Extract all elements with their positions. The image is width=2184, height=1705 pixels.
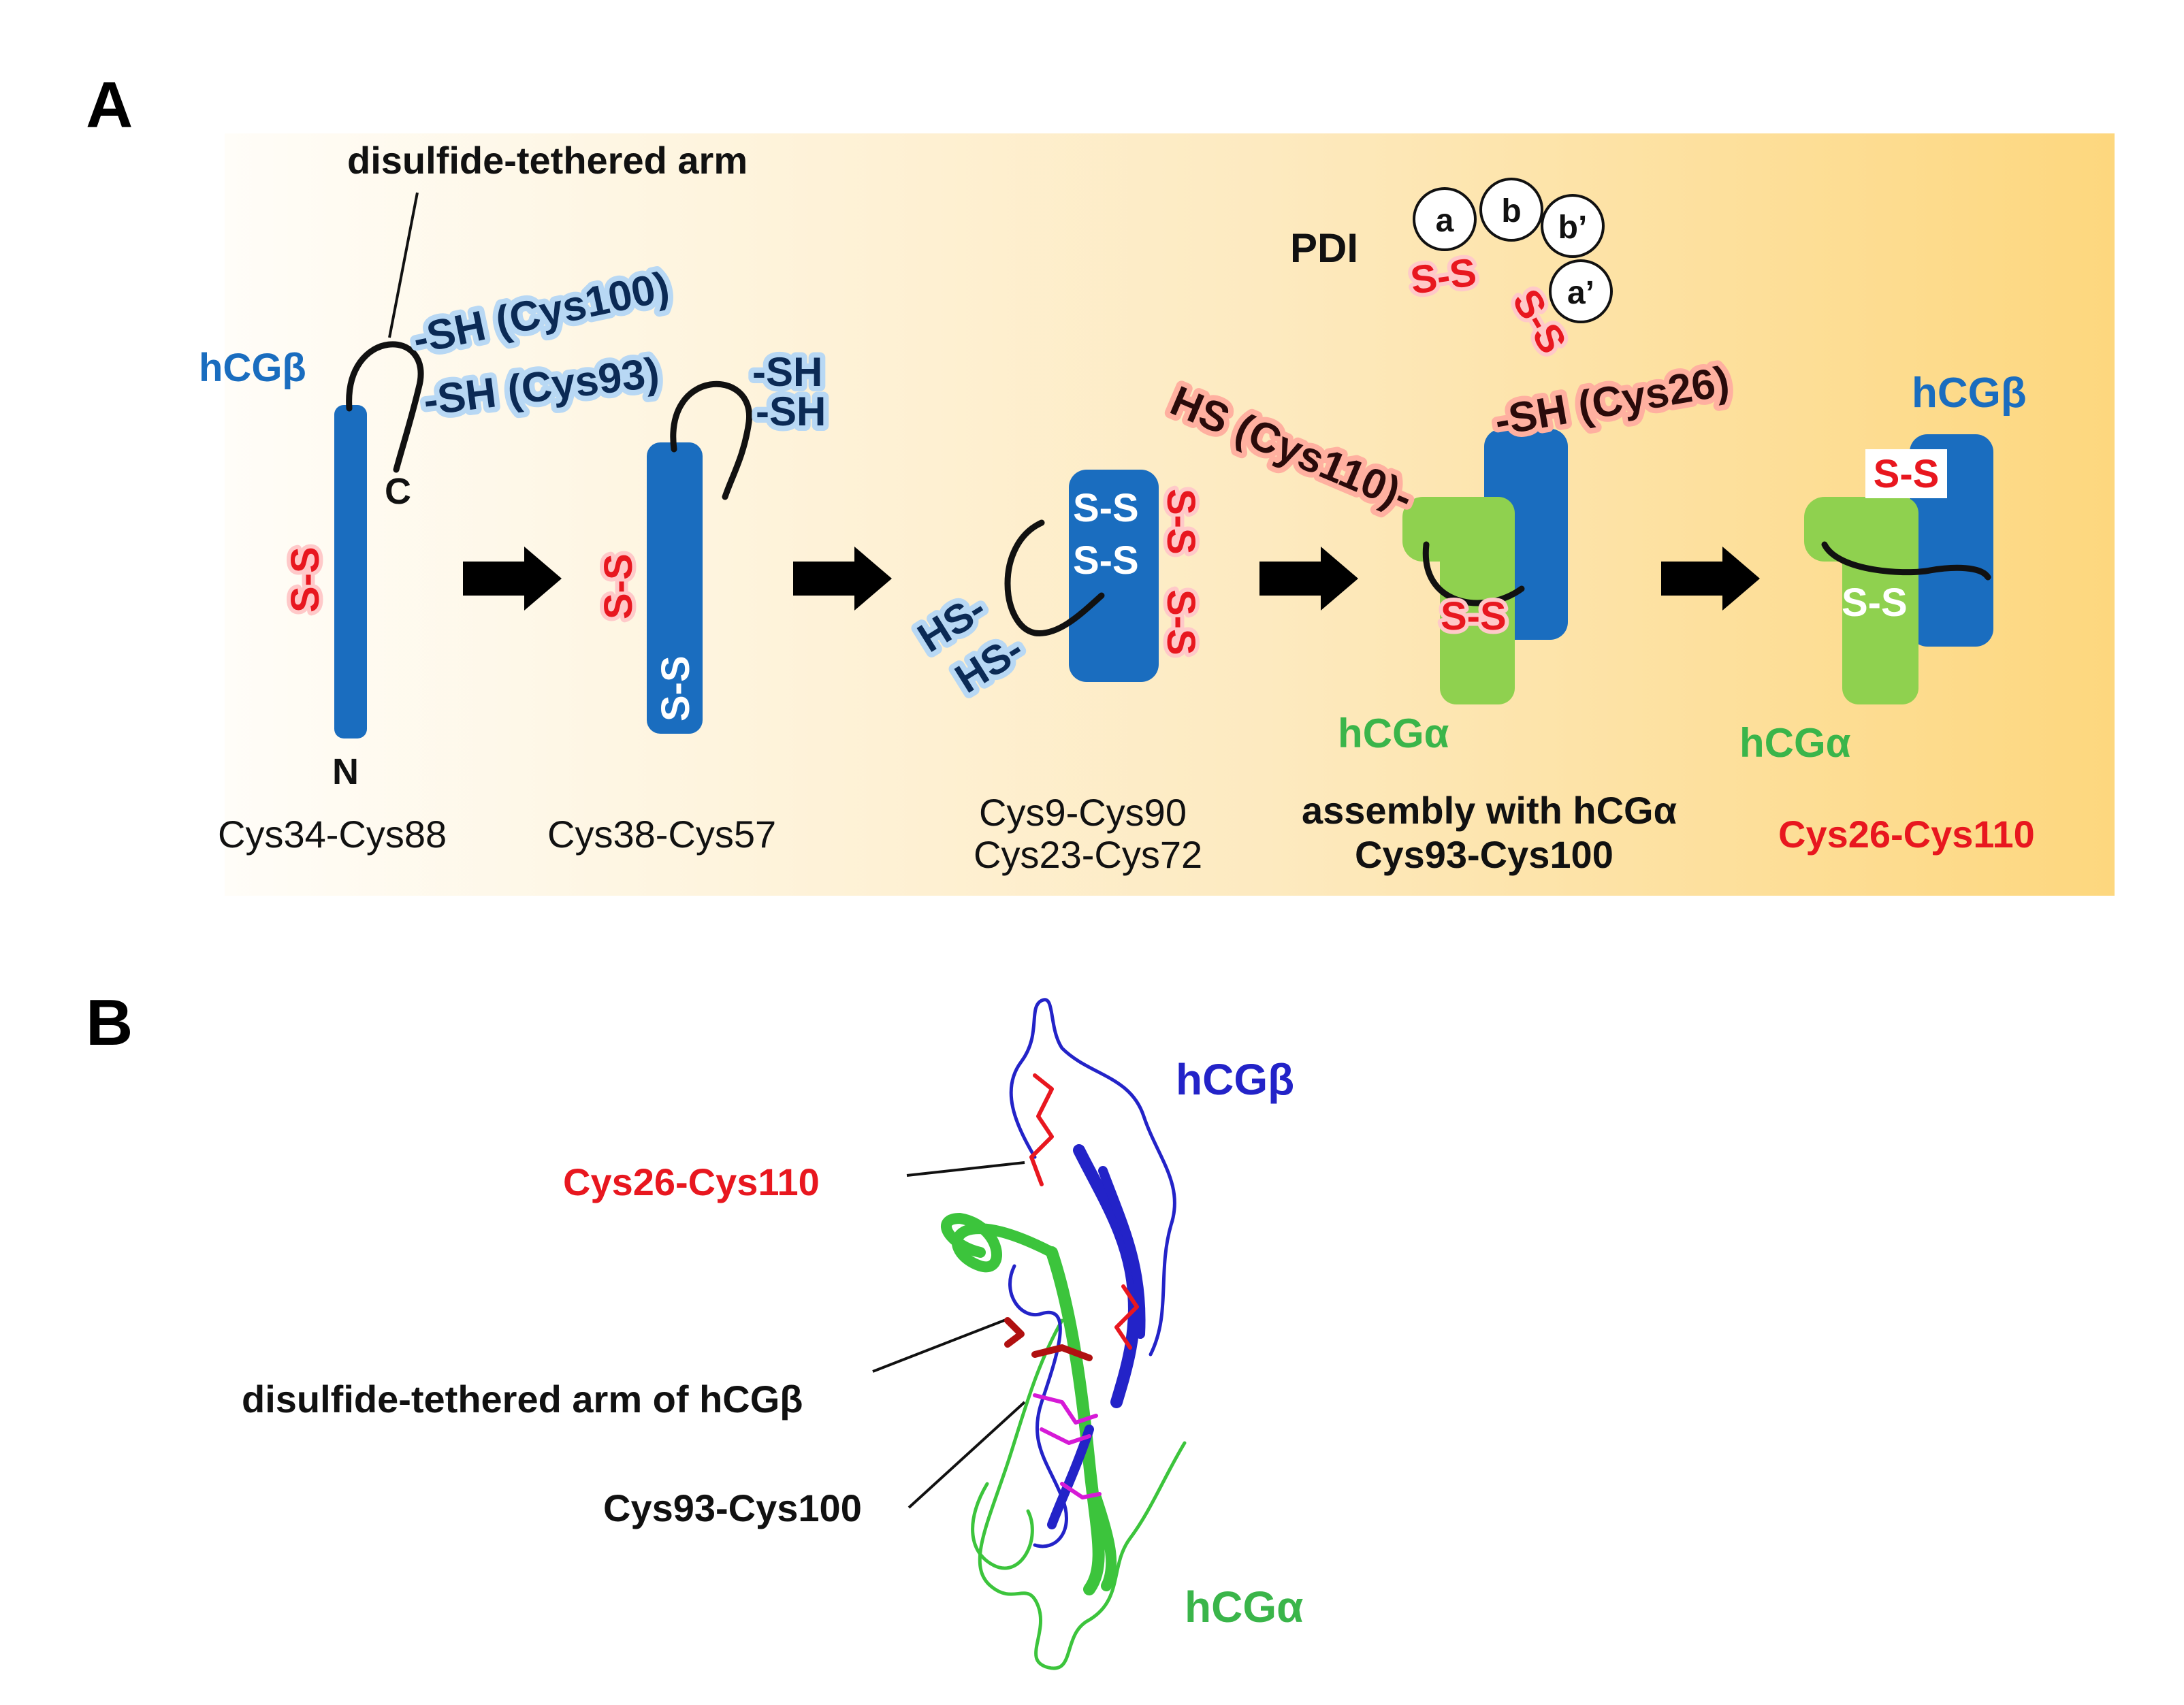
stage5-alpha-head — [1804, 497, 1918, 562]
hcg-beta-label: hCGβ — [199, 346, 306, 390]
stage3-arm — [1004, 519, 1105, 636]
pdi-domain-b-circle — [1479, 178, 1543, 242]
stage2-sh-top: -SH — [752, 349, 822, 395]
stage4-arm — [1422, 541, 1525, 606]
stage2-sh-bottom: -SH — [756, 389, 826, 434]
stage4-alpha-label: hCGα — [1338, 711, 1449, 756]
stage3-caption-line2: Cys23-Cys72 — [974, 833, 1202, 876]
panel-b-alpha-label: hCGα — [1185, 1582, 1303, 1631]
stage3-caption-line1: Cys9-Cys90 — [979, 791, 1187, 834]
pointer-arm — [872, 1318, 1008, 1373]
alpha-coil-lower — [978, 1318, 1187, 1670]
pdi-domain-b-prime: b’ — [1558, 210, 1588, 246]
pdi-domain-b-prime-circle — [1541, 194, 1605, 258]
stage-3: S-S S-S S-S S-S HS- HS- Cys9-Cys90 Cys23… — [904, 470, 1207, 876]
panel-b-beta-label: hCGβ — [1176, 1055, 1294, 1104]
panel-b-cys93-cys100-label: Cys93-Cys100 — [603, 1487, 862, 1529]
disulfide-tethered-arm — [346, 341, 424, 473]
stage2-arm — [670, 380, 752, 500]
pointer-cys93-cys100 — [908, 1401, 1026, 1509]
stage2-disulfide-red: S-S — [596, 553, 641, 619]
beta-coil-top — [1009, 998, 1176, 1357]
pdi-domain-a-circle — [1413, 187, 1477, 251]
cys93-cys100-sticks — [1004, 1317, 1093, 1361]
alpha-strand-main — [1046, 1246, 1105, 1595]
stage4-caption-line1: assembly with hCGα — [1302, 789, 1677, 832]
stage1-disulfide: S-S — [283, 547, 327, 613]
alpha-strand-lower — [1091, 1492, 1117, 1591]
pdi-disulfide-1: S-S — [1408, 250, 1479, 303]
stage5-arm — [1821, 541, 1991, 581]
panel-a-letter: A — [86, 69, 133, 142]
stage2-caption: Cys38-Cys57 — [547, 813, 776, 856]
pdi-domain-a: a — [1436, 203, 1454, 239]
panel-b-cys26-cys110-label: Cys26-Cys110 — [563, 1160, 820, 1203]
stage5-disulfide-white: S-S — [1842, 581, 1908, 625]
stage-5: hCGβ S-S S-S hCGα Cys26-Cys110 — [1739, 370, 2035, 856]
stage3-disulfide-white-2: S-S — [1073, 538, 1139, 583]
arrow-1 — [463, 547, 562, 611]
stage3-disulfide-red-1: S-S — [1159, 489, 1203, 555]
arrow-2 — [793, 547, 892, 611]
panel-b-arm-label: disulfide-tethered arm of hCGβ — [242, 1378, 803, 1420]
beta-disulfide-sticks — [1114, 1284, 1139, 1350]
pdi-domain-a-prime: a’ — [1567, 275, 1594, 311]
alpha-disulfide-sticks — [1033, 1393, 1102, 1499]
pdi-domain-b: b — [1501, 193, 1521, 229]
protein-ribbon-structure — [941, 998, 1187, 1670]
n-terminus-label: N — [332, 751, 359, 792]
alpha-helix — [941, 1213, 1057, 1273]
stage2-disulfide-white: S-S — [654, 655, 698, 721]
alpha-coil-loop — [971, 1482, 1034, 1570]
stage4-caption-line2: Cys93-Cys100 — [1355, 833, 1613, 876]
stage3-disulfide-white-1: S-S — [1073, 486, 1139, 530]
cys26-cys110-sticks — [1029, 1073, 1054, 1186]
stage3-disulfide-red-2: S-S — [1159, 589, 1203, 655]
stage2-beta-chain — [647, 442, 703, 734]
pdi-domain-a-prime-circle — [1549, 259, 1613, 323]
pointer-cys26-cys110 — [906, 1161, 1025, 1177]
stage5-alpha-label: hCGα — [1739, 720, 1851, 766]
arrow-4 — [1661, 547, 1760, 611]
pdi-label: PDI — [1290, 225, 1358, 271]
stage4-disulfide: S-S — [1441, 594, 1507, 638]
panel-a-background — [225, 133, 2115, 896]
arrow-3 — [1259, 547, 1358, 611]
stage5-disulfide-boxed: S-S — [1874, 452, 1940, 496]
beta-strand-2 — [1098, 1166, 1146, 1339]
stage4-alpha-head — [1402, 497, 1515, 562]
stage5-disulfide-box — [1865, 449, 1947, 498]
c-terminus-label: C — [385, 471, 411, 512]
panel-b-letter: B — [86, 986, 133, 1059]
stage5-caption: Cys26-Cys110 — [1778, 813, 2035, 856]
beta-coil-middle — [1008, 1264, 1068, 1548]
beta-strand-1 — [1073, 1144, 1140, 1408]
arm-pointer-line — [388, 192, 419, 338]
stage1-caption: Cys34-Cys88 — [218, 813, 447, 856]
stage5-beta-label: hCGβ — [1912, 370, 2027, 417]
hcg-beta-chain-bar — [334, 405, 367, 738]
beta-strand-lower — [1047, 1425, 1094, 1529]
stage-2: -SH -SH S-S S-S Cys38-Cys57 — [547, 344, 831, 856]
arm-label: disulfide-tethered arm — [347, 139, 748, 182]
stage3-beta-chain — [1069, 470, 1159, 682]
